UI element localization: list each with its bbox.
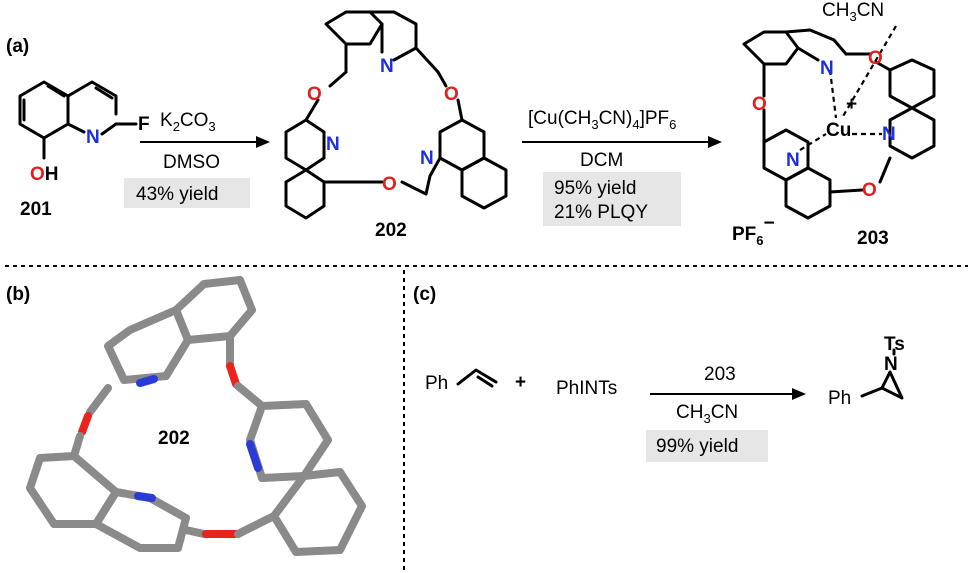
atom-o-203-left: O — [752, 94, 767, 115]
styrene-vinyl — [456, 368, 498, 386]
atom-cu-203: Cu — [826, 120, 851, 141]
arrowhead-step1 — [256, 136, 270, 148]
product-n: N — [884, 354, 898, 375]
panel-label-b: (b) — [6, 284, 30, 305]
styrene-double-bond — [476, 375, 494, 388]
ch3cn-ligand: CH3CN — [822, 0, 884, 24]
step1-yield: 43% yield — [136, 184, 218, 205]
molecule-202 — [284, 10, 508, 220]
panel-label-c: (c) — [413, 284, 436, 305]
reactant-phints: PhINTs — [556, 378, 617, 399]
atom-o-203-top: O — [868, 48, 883, 69]
atom-o-202-bottom: O — [382, 174, 397, 195]
label-203: 203 — [857, 228, 889, 249]
atom-oh-201: OH — [30, 164, 59, 185]
label-202-3d: 202 — [158, 428, 190, 449]
product-ph: Ph — [828, 388, 851, 409]
atom-n-202-top: N — [380, 56, 394, 77]
atom-f-201: F — [138, 114, 150, 135]
arrowhead-step2 — [708, 136, 722, 148]
atom-n-203-right: N — [882, 124, 896, 145]
step2-solvent: DCM — [580, 150, 623, 171]
atom-n-201: N — [86, 127, 100, 148]
reactant-styrene-ph: Ph — [425, 373, 448, 394]
step2-plqy: 21% PLQY — [554, 202, 648, 223]
step2-yield: 95% yield — [554, 178, 636, 199]
product-ts: Ts — [884, 334, 905, 355]
step-c-yield-box — [646, 430, 768, 462]
step1-solvent: DMSO — [163, 152, 220, 173]
label-202: 202 — [375, 220, 407, 241]
step2-yield-box — [543, 172, 681, 226]
label-201: 201 — [20, 199, 52, 220]
step-c-yield: 99% yield — [656, 436, 738, 457]
aziridine-ring — [860, 370, 904, 400]
atom-o-202-right: O — [444, 84, 459, 105]
solvent-ch3cn: CH3CN — [676, 402, 738, 426]
atom-n-202-right: N — [420, 148, 434, 169]
plus-sign: + — [515, 372, 526, 393]
molecule-201 — [18, 80, 138, 160]
counterion-pf6: PF6− — [732, 213, 775, 248]
catalyst-203: 203 — [704, 364, 736, 385]
arrowhead-step-c — [792, 388, 806, 400]
step1-reagent: K2CO3 — [160, 110, 216, 134]
cu-charge: + — [846, 94, 857, 115]
step1-yield-box — [124, 178, 250, 208]
crystal-structure-202 — [26, 276, 366, 556]
atom-n-203-left: N — [786, 150, 800, 171]
atom-o-203-bottom: O — [862, 180, 877, 201]
atom-n-202-left: N — [326, 134, 340, 155]
atom-o-202-left: O — [307, 84, 322, 105]
step2-reagent: [Cu(CH3CN)4]PF6 — [528, 108, 676, 132]
panel-label-a: (a) — [6, 36, 29, 57]
atom-n-203-top: N — [820, 58, 834, 79]
molecule-203 — [742, 25, 936, 220]
